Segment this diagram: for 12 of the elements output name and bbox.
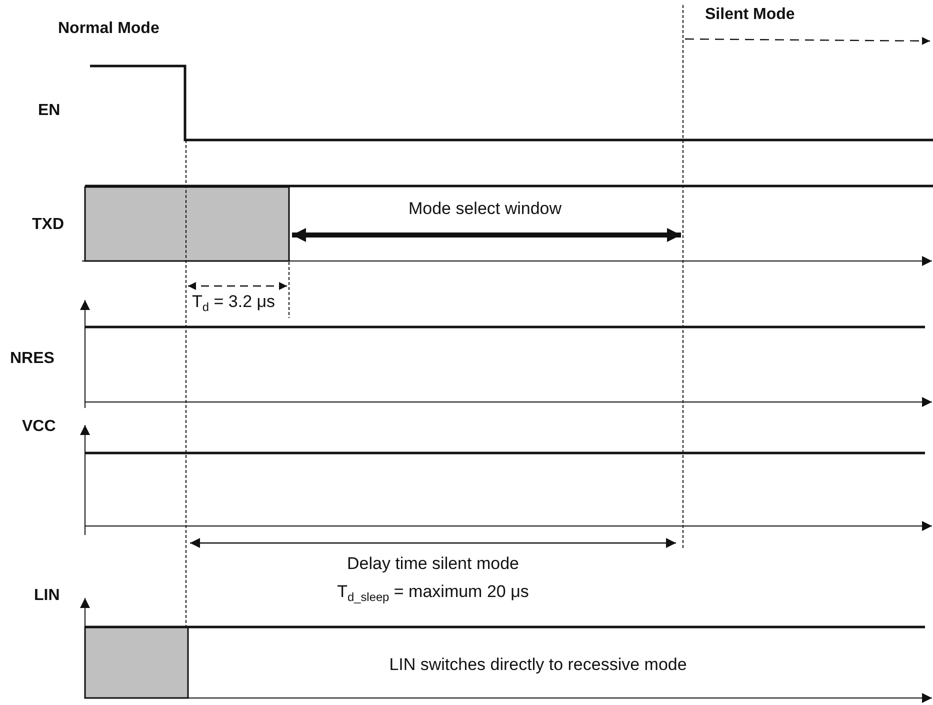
mode-label: Normal Mode — [58, 20, 160, 38]
signal-label: TXD — [32, 216, 64, 234]
annotation-text: LIN switches directly to recessive mode — [389, 656, 687, 675]
signal-label: LIN — [34, 587, 60, 605]
annotation-text: Mode select window — [408, 200, 562, 219]
signal-label: NRES — [10, 350, 54, 368]
signal-label: EN — [38, 102, 60, 120]
timing-value: T$_{d_sleep}$ = maximum 20 μs — [337, 583, 529, 602]
mode-label: Silent Mode — [705, 6, 795, 24]
annotation-text: Delay time silent mode — [347, 555, 519, 574]
signal-label: VCC — [22, 418, 56, 436]
timing-value: T$_{d}$ = 3.2 μs — [192, 293, 276, 312]
